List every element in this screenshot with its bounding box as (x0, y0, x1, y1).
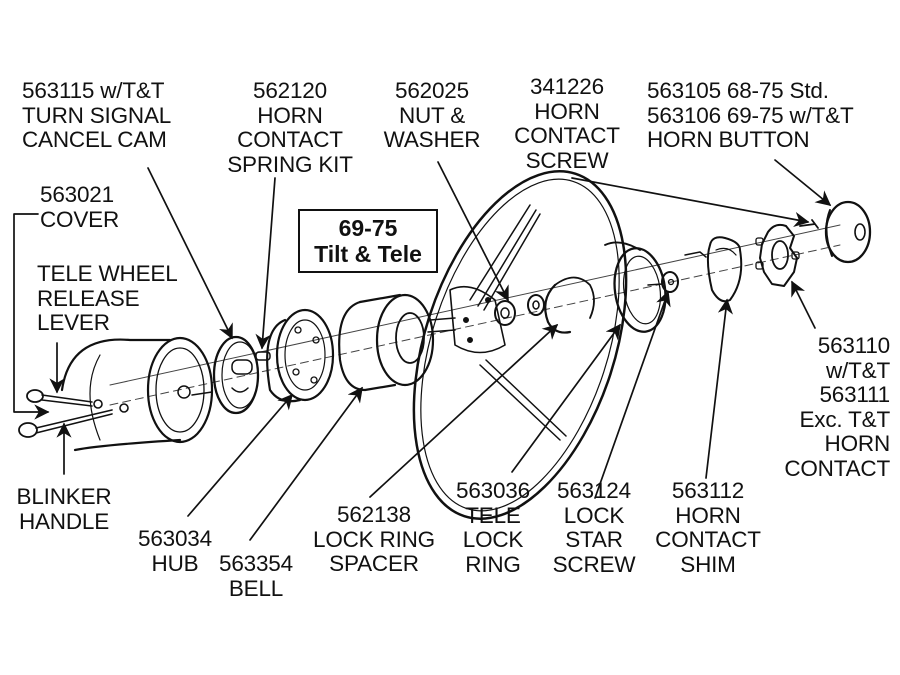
hub (266, 308, 335, 403)
part-name: SPACER (329, 551, 419, 576)
badge-years: 69-75 (338, 215, 398, 241)
badge-variant: Tilt & Tele (314, 241, 422, 267)
cover (60, 336, 214, 452)
part-name: SCREW (525, 147, 609, 173)
horn-contact (755, 223, 800, 287)
part-number: 563106 69-75 w/T&T (647, 102, 854, 128)
part-name: HORN (675, 502, 741, 528)
part-number: 563112 (671, 478, 745, 503)
leader-spacer (369, 323, 559, 498)
horn-contact-spring-kit (255, 351, 271, 361)
leader-bell (249, 386, 363, 541)
leader-hub (187, 393, 293, 517)
part-number: 563115 w/T&T (22, 78, 165, 103)
label-nut-and-washer: 562025 NUT & WASHER (376, 78, 488, 153)
part-name: CANCEL CAM (22, 127, 167, 152)
part-name: NUT & (398, 102, 466, 128)
part-name: HORN BUTTON (647, 127, 810, 152)
part-name: HORN (534, 98, 600, 124)
leader-spring-kit (255, 177, 276, 350)
leader-horn-button (774, 159, 832, 206)
steering-wheel (412, 170, 628, 520)
part-name: LOCK (462, 527, 524, 552)
part-name: LOCK (563, 502, 625, 528)
model-years-badge: 69-75 Tilt & Tele (298, 209, 438, 273)
part-variant: Exc. T&T (799, 406, 891, 432)
part-number: 563021 (40, 182, 114, 207)
tele-wheel-release-lever (26, 389, 103, 409)
leader-cancel-cam (147, 167, 233, 340)
part-name: CONTACT (514, 123, 620, 148)
lock-ring-spacer (544, 276, 595, 334)
horn-button (824, 200, 872, 264)
part-name: COVER (40, 206, 120, 232)
part-name: RELEASE (37, 285, 140, 311)
label-turn-signal-cancel-cam: 563115 w/T&T TURN SIGNAL CANCEL CAM (22, 78, 172, 153)
leader-nut-washer (437, 161, 509, 302)
label-lock-ring-spacer: 562138 LOCK RING SPACER (302, 502, 446, 577)
part-name: SPRING KIT (227, 151, 353, 177)
part-number: 563124 (557, 478, 631, 503)
part-name: TELE (465, 502, 521, 528)
part-name: CONTACT (784, 455, 890, 481)
leader-star-screw (594, 290, 671, 499)
part-name: BELL (228, 575, 284, 601)
part-name: BLINKER (16, 484, 112, 509)
label-blinker-handle: BLINKER HANDLE (6, 484, 122, 534)
leader-contact-screw (571, 177, 810, 227)
part-number: 563111 (819, 382, 890, 407)
tele-lock-ring (604, 241, 667, 333)
label-horn-contact-shim: 563112 HORN CONTACT SHIM (646, 478, 770, 577)
part-number: 563036 (456, 478, 530, 503)
label-horn-contact-spring-kit: 562120 HORN CONTACT SPRING KIT (218, 78, 362, 177)
part-number: 562120 (253, 78, 327, 103)
part-name: SHIM (680, 551, 736, 577)
label-tele-wheel-release-lever: TELE WHEEL RELEASE LEVER (37, 261, 178, 336)
part-name: TURN SIGNAL (22, 102, 172, 128)
label-hub: 563034 HUB (130, 526, 220, 576)
part-name: SCREW (552, 551, 636, 577)
label-tele-lock-ring: 563036 TELE LOCK RING (448, 478, 538, 577)
part-number: 563354 (219, 551, 293, 576)
label-horn-button: 563105 68-75 Std. 563106 69-75 w/T&T HOR… (647, 78, 854, 153)
label-horn-contact-screw: 341226 HORN CONTACT SCREW (505, 74, 629, 173)
part-number: 563105 68-75 Std. (647, 78, 829, 103)
part-name: LOCK RING (313, 526, 435, 552)
part-name: HORN (824, 431, 891, 456)
horn-contact-shim (706, 236, 743, 303)
part-number: 563034 (138, 526, 212, 551)
part-name: HANDLE (18, 508, 110, 534)
label-lock-star-screw: 563124 LOCK STAR SCREW (544, 478, 644, 577)
part-number: 562138 (337, 502, 411, 527)
label-horn-contact: 563110 w/T&T 563111 Exc. T&T HORN CONTAC… (760, 333, 891, 481)
part-name: STAR (565, 527, 623, 552)
part-name: TELE WHEEL (37, 261, 178, 286)
bell (338, 293, 435, 392)
label-cover: 563021 COVER (40, 182, 120, 232)
part-name: HORN (257, 102, 323, 128)
part-name: CONTACT (237, 127, 343, 152)
turn-signal-cancel-cam (212, 335, 260, 415)
leader-lines (13, 159, 832, 541)
leader-horn-contact (791, 280, 816, 329)
leader-shim (705, 298, 733, 479)
blinker-handle (18, 403, 129, 438)
part-number: 563110 (817, 333, 890, 358)
part-name: HUB (151, 550, 199, 576)
part-name: RING (465, 551, 521, 577)
lock-star-screw (647, 251, 707, 293)
leader-cover (13, 213, 50, 420)
leader-lock-ring (511, 323, 621, 473)
part-name: WASHER (383, 127, 481, 152)
part-name: LEVER (37, 310, 110, 335)
part-number: 562025 (395, 78, 469, 103)
part-number: 341226 (530, 74, 604, 99)
label-bell: 563354 BELL (210, 551, 302, 601)
steering-axis (109, 224, 841, 406)
part-variant: w/T&T (826, 357, 890, 383)
part-name: CONTACT (655, 527, 761, 552)
